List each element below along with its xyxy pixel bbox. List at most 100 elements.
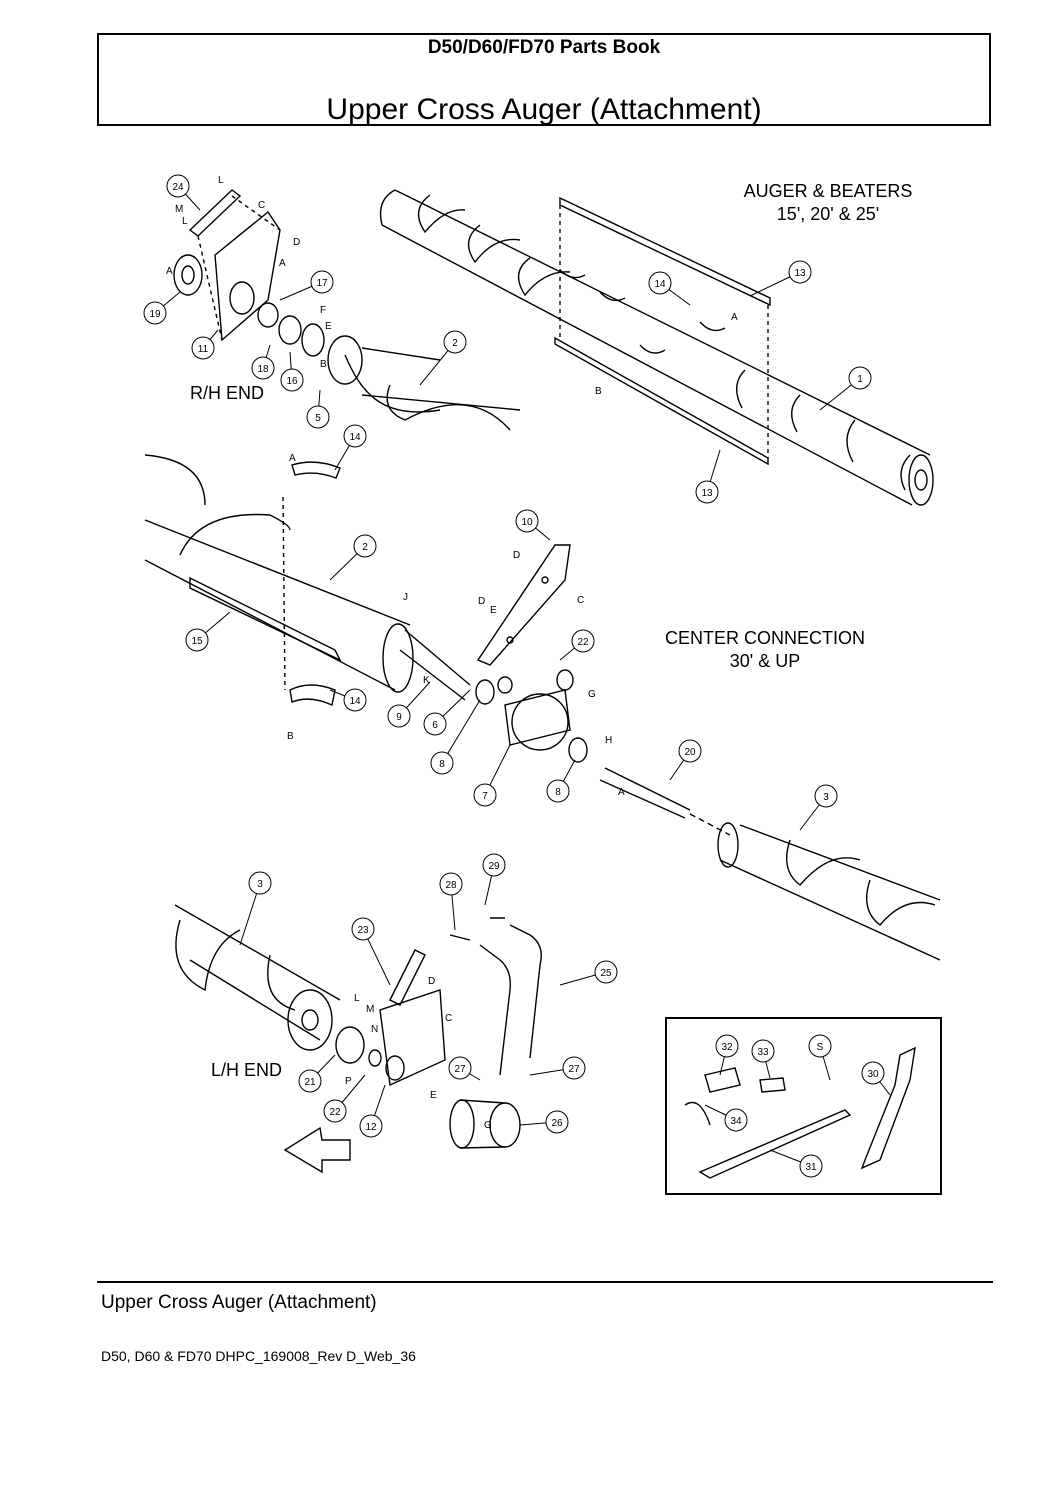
callout-number: 34 (730, 1116, 742, 1127)
reference-letter-F: F (320, 305, 326, 316)
callout-2: 2 (419, 330, 467, 386)
callout-20: 20 (669, 739, 702, 781)
reference-letter-A: A (279, 258, 286, 269)
callout-3: 3 (799, 784, 838, 831)
callout-circle (248, 871, 272, 895)
callout-22: 22 (559, 629, 595, 661)
callout-30: 30 (861, 1061, 891, 1096)
reference-letter-D: D (428, 976, 435, 987)
lh-end-bracket (335, 949, 446, 1087)
callout-1: 1 (819, 366, 872, 411)
callout-number: 6 (432, 720, 438, 731)
callout-24: 24 (166, 174, 201, 211)
callout-number: 13 (701, 488, 713, 499)
motor-plate-30 (860, 1046, 916, 1170)
callout-22: 22 (323, 1074, 366, 1123)
reference-letter-J: J (403, 592, 408, 603)
hydraulic-hoses-25 (449, 917, 542, 1076)
callout-number: 22 (577, 637, 589, 648)
callout-7: 7 (473, 744, 511, 807)
hardware-inset-box (665, 1017, 942, 1195)
callout-27: 27 (448, 1056, 481, 1081)
footer-title: Upper Cross Auger (Attachment) (101, 1292, 377, 1313)
reference-letter-D: D (513, 550, 520, 561)
callout-circle (808, 1034, 832, 1058)
callout-circle (430, 751, 454, 775)
callout-circle (545, 1110, 569, 1134)
callout-13: 13 (695, 449, 721, 504)
reference-letter-A: A (166, 266, 173, 277)
reference-letter-C: C (258, 200, 265, 211)
callout-28: 28 (439, 872, 463, 931)
reference-letter-B: B (320, 359, 327, 370)
callout-circle (473, 783, 497, 807)
auger-flighting (417, 194, 911, 491)
callout-circle (848, 366, 872, 390)
reference-letter-E: E (430, 1090, 437, 1101)
callout-number: 26 (551, 1118, 563, 1129)
callout-14: 14 (648, 271, 691, 306)
callout-number: 11 (198, 344, 209, 355)
reference-letter-C: C (445, 1013, 452, 1024)
callout-number: 5 (315, 413, 321, 424)
callout-circle (185, 628, 209, 652)
callout-17: 17 (279, 270, 334, 301)
callout-12: 12 (359, 1084, 386, 1138)
callout-2: 2 (329, 534, 377, 581)
callout-number: 27 (454, 1064, 466, 1075)
reference-letter-M: M (366, 1004, 374, 1015)
callout-number: 33 (757, 1047, 769, 1058)
center-shaft (399, 629, 513, 705)
callout-number: 22 (329, 1107, 341, 1118)
reference-letter-C: C (577, 595, 584, 606)
main-auger-tube (379, 189, 934, 506)
callout-leader (441, 699, 481, 764)
reference-letter-B: B (595, 386, 602, 397)
callout-27: 27 (529, 1056, 586, 1080)
callout-circle (423, 712, 447, 736)
reference-letter-L: L (218, 175, 224, 186)
reference-letter-A: A (289, 453, 296, 464)
callout-circle (546, 779, 570, 803)
callout-number: 7 (482, 791, 488, 802)
callout-number: 3 (823, 792, 829, 803)
callout-circle (751, 1039, 775, 1063)
reference-letter-P: P (345, 1076, 352, 1087)
bearing-housing-7 (504, 669, 588, 763)
callout-19: 19 (143, 291, 181, 325)
callout-number: 18 (257, 364, 269, 375)
lower-auger-tube-3-right (717, 822, 941, 961)
callout-number: 10 (521, 517, 533, 528)
callout-circle (515, 509, 539, 533)
callout-number: 8 (555, 787, 561, 798)
book-title: D50/D60/FD70 Parts Book (427, 37, 661, 58)
callout-33: 33 (751, 1039, 775, 1079)
callout-29: 29 (482, 853, 506, 906)
callout-number: 15 (191, 636, 203, 647)
label-auger-beaters-2: 15', 20' & 25' (777, 204, 879, 224)
reference-letter-L: L (182, 216, 188, 227)
callout-circle (310, 270, 334, 294)
callout-circle (191, 336, 215, 360)
callout-circle (439, 872, 463, 896)
callout-circle (594, 960, 618, 984)
callout-number: 23 (357, 925, 369, 936)
callout-circle (343, 688, 367, 712)
callout-circle (280, 368, 304, 392)
reference-letter-N: N (371, 1024, 378, 1035)
callout-number: 27 (568, 1064, 580, 1075)
reference-letter-L: L (354, 993, 360, 1004)
reference-letter-D: D (478, 596, 485, 607)
callout-number: 24 (172, 182, 184, 193)
callout-number: 14 (349, 432, 361, 443)
reference-letter-K: K (423, 675, 430, 686)
reference-letter-E: E (325, 321, 332, 332)
callout-number: 21 (304, 1077, 316, 1088)
callout-circle (143, 301, 167, 325)
callout-circle (306, 405, 330, 429)
callout-6: 6 (423, 689, 471, 736)
callout-9: 9 (387, 681, 431, 728)
callout-circle (678, 739, 702, 763)
callout-circle (571, 629, 595, 653)
